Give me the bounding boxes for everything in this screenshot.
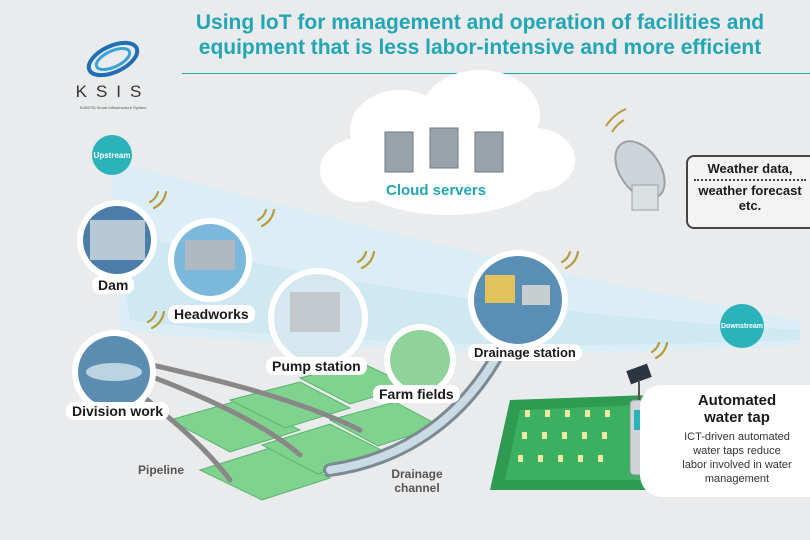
weather-line-3: etc. xyxy=(738,198,762,213)
dam-label: Dam xyxy=(92,276,135,294)
dam-circle xyxy=(77,200,157,280)
drainage-channel-line-1: Drainage xyxy=(391,467,443,481)
tap-desc-line-3: labor involved in water xyxy=(682,459,792,471)
wifi-icons xyxy=(146,190,669,360)
logo-subtitle: KUBOTA Smart Infrastructure System xyxy=(79,105,147,110)
satellite-dish-icon xyxy=(605,108,666,211)
downstream-badge: Downstream xyxy=(720,304,764,348)
page-title: Using IoT for management and operation o… xyxy=(150,10,810,60)
weather-data-box: Weather data, weather forecast etc. xyxy=(686,155,810,229)
headworks-circle xyxy=(168,218,252,302)
tap-desc-line-2: water taps reduce xyxy=(693,445,781,457)
automated-tap-callout xyxy=(640,385,810,497)
logo-name: KSIS xyxy=(75,82,151,101)
headworks-label: Headworks xyxy=(168,305,255,323)
tap-desc-line-1: ICT-driven automated xyxy=(684,431,790,443)
automated-tap-description: ICT-driven automated water taps reduce l… xyxy=(664,430,810,486)
division-work-circle xyxy=(72,330,156,414)
pump-station-label: Pump station xyxy=(266,357,367,375)
server-racks xyxy=(384,127,504,173)
automated-tap-title: Automated water tap xyxy=(664,392,810,426)
division-work-label: Division work xyxy=(66,402,170,420)
weather-line-1: Weather data, xyxy=(707,161,793,176)
farm-fields-label: Farm fields xyxy=(373,385,460,403)
pipeline-label: Pipeline xyxy=(138,463,185,477)
tap-desc-line-4: management xyxy=(704,473,770,485)
weather-line-2: weather forecast xyxy=(698,183,802,198)
drainage-station-circle xyxy=(468,250,568,350)
upstream-badge: Upstream xyxy=(92,135,132,175)
ksis-logo: KSIS KUBOTA Smart Infrastructure System xyxy=(58,32,168,122)
title-line-2: equipment that is less labor-intensive a… xyxy=(198,36,762,59)
farm-fields-circle xyxy=(384,324,456,396)
tap-title-line-1: Automated xyxy=(697,392,777,409)
drainage-channel-label: Drainage channel xyxy=(382,467,452,495)
drainage-station-label: Drainage station xyxy=(468,344,582,361)
cloud-servers-label: Cloud servers xyxy=(386,182,487,199)
crop-rows xyxy=(518,410,610,462)
title-line-1: Using IoT for management and operation o… xyxy=(195,11,765,34)
tap-title-line-2: water tap xyxy=(704,409,770,426)
paddy-field xyxy=(490,395,650,490)
drainage-channel-line-2: channel xyxy=(394,481,440,495)
weather-divider xyxy=(694,179,806,181)
pump-station-circle xyxy=(268,268,368,368)
ksis-logo-mark xyxy=(86,40,140,78)
